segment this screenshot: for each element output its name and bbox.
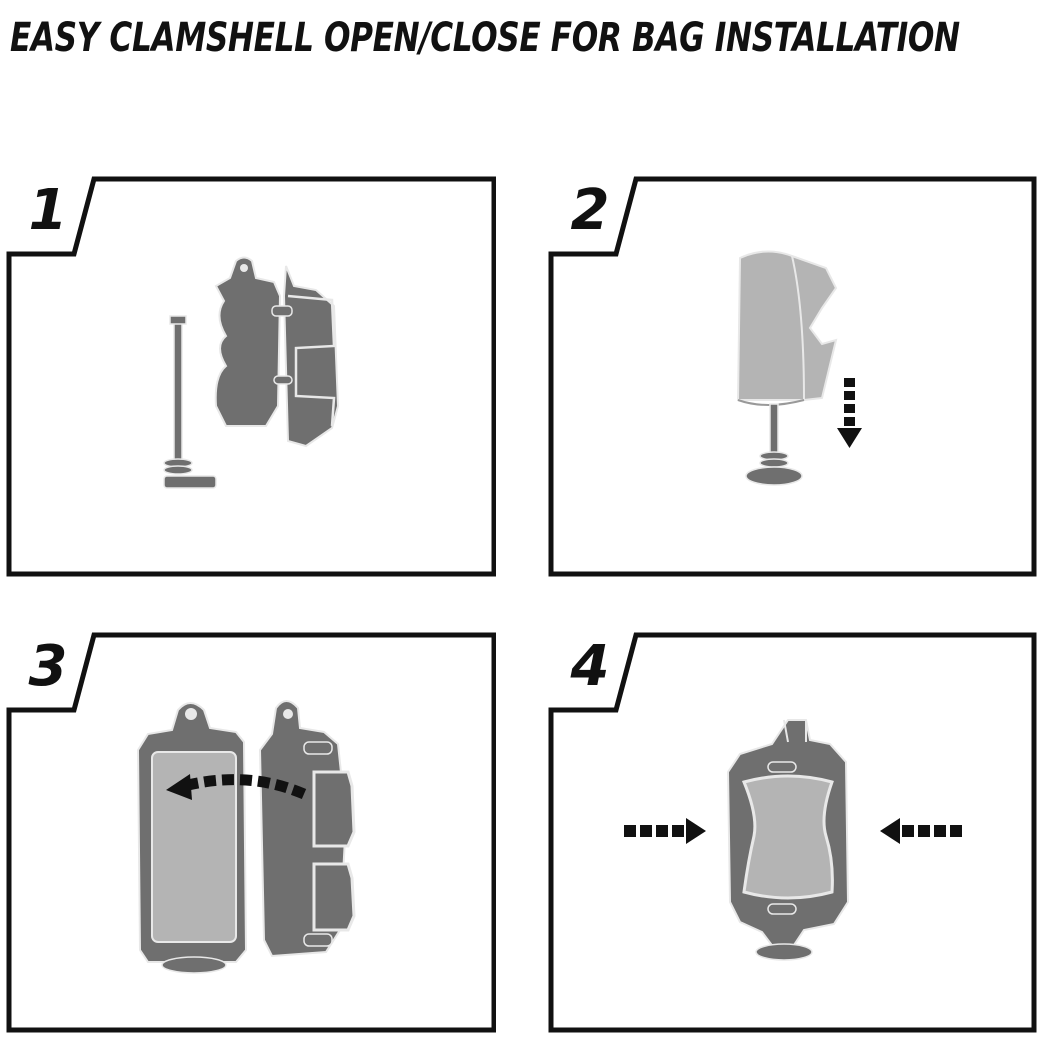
step-panel-3: 3 bbox=[6, 632, 496, 1042]
holder-open-illustration bbox=[163, 256, 340, 489]
panel-frame bbox=[6, 632, 496, 1033]
bag-into-shell-illustration bbox=[136, 700, 356, 974]
step-number: 1 bbox=[28, 178, 68, 243]
step-panel-1: 1 bbox=[6, 176, 496, 586]
panel-frame bbox=[548, 176, 1037, 577]
bag-roll-on-rod-illustration bbox=[736, 250, 862, 486]
page-title: EASY CLAMSHELL OPEN/CLOSE FOR BAG INSTAL… bbox=[10, 15, 960, 61]
step-number: 4 bbox=[570, 634, 610, 699]
step-panel-2: 2 bbox=[548, 176, 1038, 586]
panel-frame bbox=[548, 632, 1037, 1033]
panel-frame bbox=[6, 176, 496, 577]
step-number: 2 bbox=[570, 178, 610, 243]
step-number: 3 bbox=[28, 634, 68, 699]
shell-closing-illustration bbox=[624, 719, 962, 961]
step-panel-4: 4 bbox=[548, 632, 1038, 1042]
